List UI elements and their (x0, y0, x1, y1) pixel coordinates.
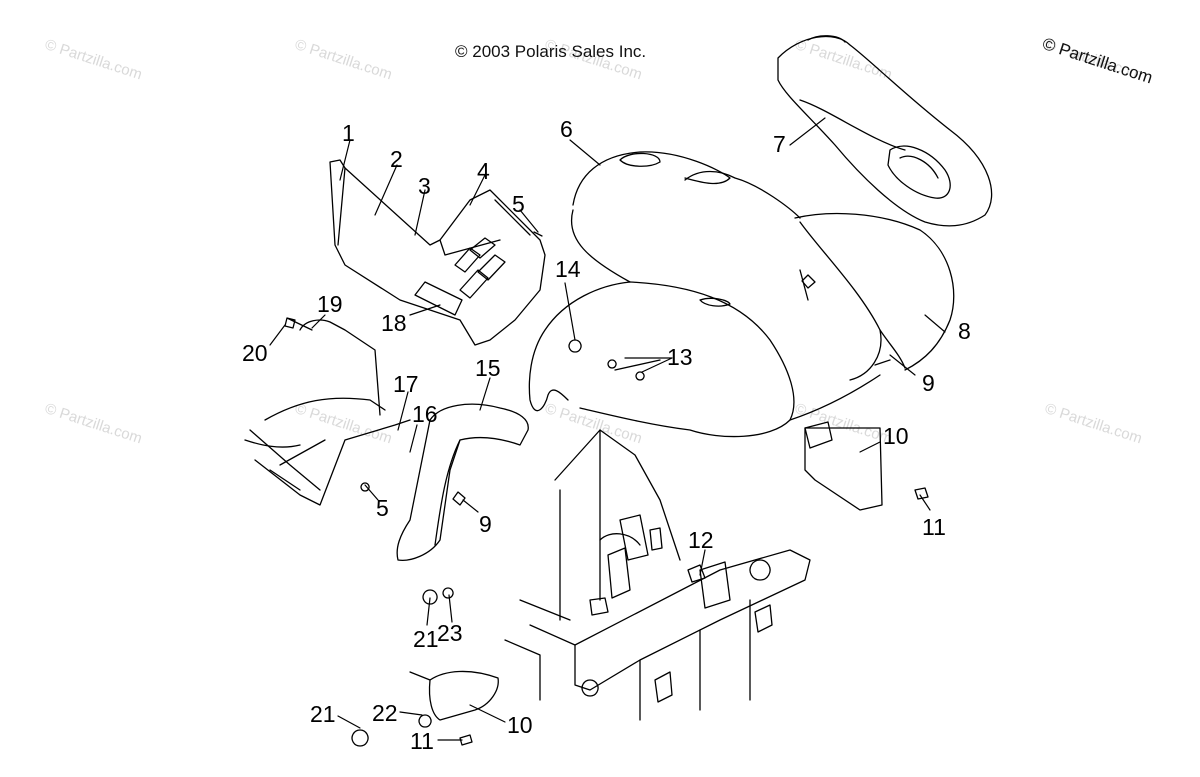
leader-lines (269, 117, 946, 741)
callout-20: 20 (242, 340, 268, 366)
callout-11-lower: 11 (410, 728, 434, 754)
bracket-upper-drawing (804, 421, 929, 511)
callout-10-lower: 10 (507, 712, 533, 738)
callout-3: 3 (418, 173, 431, 199)
callout-14: 14 (555, 256, 581, 282)
callout-18: 18 (381, 310, 407, 336)
callout-4: 4 (477, 158, 490, 184)
callout-8: 8 (958, 318, 971, 344)
callout-2: 2 (390, 146, 403, 172)
callout-11: 11 (922, 514, 946, 540)
callout-5: 5 (512, 191, 525, 217)
callout-17: 17 (393, 371, 419, 397)
callout-9: 9 (922, 370, 935, 396)
copyright-text: © 2003 Polaris Sales Inc. (455, 42, 647, 61)
left-panel-drawing (329, 159, 546, 346)
callout-1: 1 (342, 120, 355, 146)
callout-22: 22 (372, 700, 398, 726)
callout-9-lower: 9 (479, 511, 492, 537)
callout-13: 13 (667, 344, 693, 370)
fasteners-drawing (284, 231, 645, 492)
callout-15: 15 (475, 355, 501, 381)
callout-16: 16 (412, 401, 438, 427)
callout-21: 21 (413, 626, 439, 652)
fender-assembly-drawing (528, 151, 955, 438)
callout-5-lower: 5 (376, 495, 389, 521)
callout-23: 23 (437, 620, 463, 646)
frame-drawing (504, 429, 811, 721)
callout-19: 19 (317, 291, 343, 317)
callout-21-lower: 21 (310, 701, 336, 727)
callout-12: 12 (688, 527, 714, 553)
seat-drawing (777, 35, 993, 227)
callout-10: 10 (883, 423, 909, 449)
callout-7: 7 (773, 131, 786, 157)
callout-6: 6 (560, 116, 573, 142)
